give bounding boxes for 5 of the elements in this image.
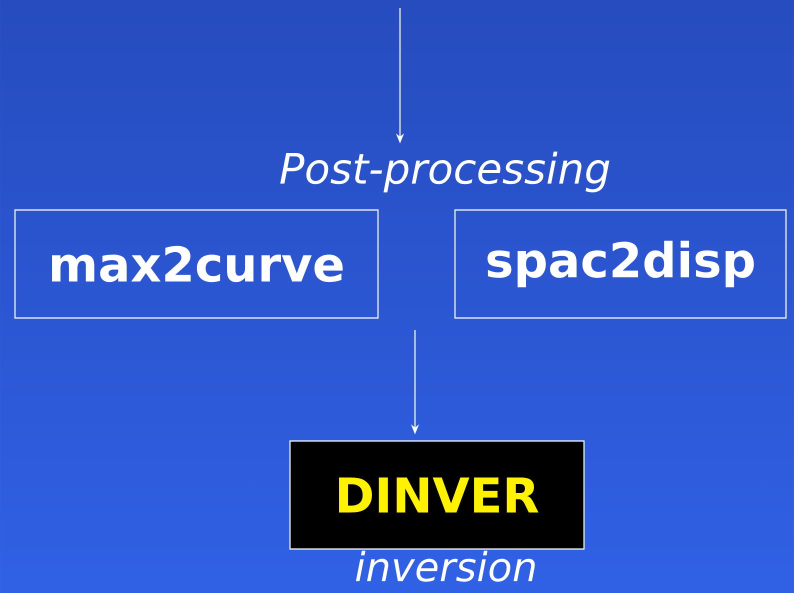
program-box: max2curve [14, 209, 379, 319]
caption-text: inversion [356, 550, 535, 582]
program-box: DINVER [289, 440, 585, 550]
heading-text: Post-processing [280, 152, 610, 192]
program-box: spac2disp [454, 209, 787, 319]
